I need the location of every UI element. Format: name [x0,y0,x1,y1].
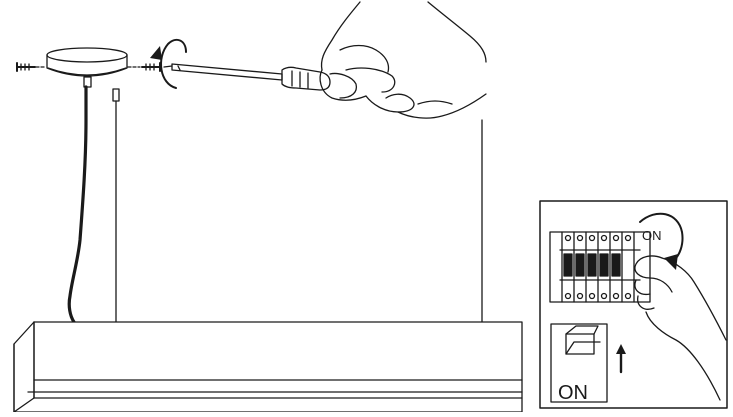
switch-on-label: ON [558,382,588,404]
pendant-luminaire [13,321,523,413]
cable-clip [112,88,120,323]
circuit-breaker-block [549,231,651,303]
breaker-on-label: ON [642,228,662,243]
clockwise-rotation-arrow-icon [150,38,187,89]
screw-icon [16,62,36,72]
ceiling-canopy-icon [46,47,128,88]
main-switch [550,323,608,403]
instruction-panel-frame [539,200,728,409]
screw-icon [141,62,161,72]
power-cable [67,85,88,324]
screwdriver-icon [163,63,331,91]
hand-icon [634,255,727,401]
up-arrow-icon [616,344,626,374]
hand-icon [319,1,487,119]
